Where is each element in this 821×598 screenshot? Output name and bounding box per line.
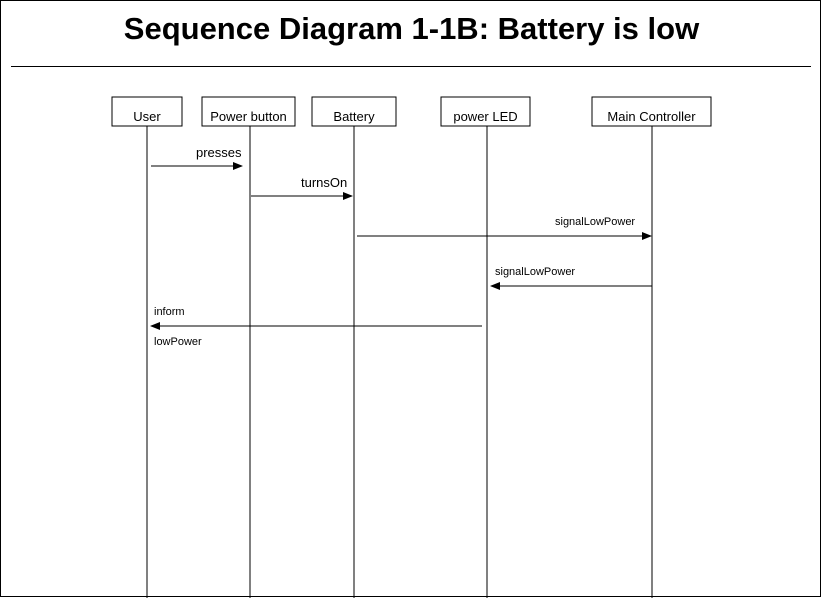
actor-user-label: User <box>133 109 161 124</box>
actor-power-led: power LED <box>440 96 531 127</box>
message-signal-low-power-2-label: signalLowPower <box>495 266 575 278</box>
message-inform-low-power: inform lowPower <box>150 306 482 348</box>
message-signal-low-power-1: signalLowPower <box>357 216 652 240</box>
actor-power-button: Power button <box>201 96 296 127</box>
message-presses-label: presses <box>196 145 242 160</box>
actor-user: User <box>111 96 183 127</box>
title-divider <box>11 66 811 67</box>
message-presses: presses <box>151 145 243 170</box>
actor-main-controller: Main Controller <box>591 96 712 127</box>
message-inform-label-line2: lowPower <box>154 336 202 348</box>
actor-power-led-label: power LED <box>453 109 517 124</box>
actor-main-controller-label: Main Controller <box>607 109 696 124</box>
message-signal-low-power-1-label: signalLowPower <box>555 216 635 228</box>
message-turnson-label: turnsOn <box>301 175 347 190</box>
actor-battery-label: Battery <box>333 109 375 124</box>
message-turnson: turnsOn <box>251 175 353 200</box>
message-signal-low-power-2: signalLowPower <box>490 266 652 290</box>
actor-battery: Battery <box>311 96 397 127</box>
actor-power-button-label: Power button <box>210 109 287 124</box>
diagram-title: Sequence Diagram 1-1B: Battery is low <box>123 11 700 46</box>
message-inform-label: inform <box>154 306 185 318</box>
